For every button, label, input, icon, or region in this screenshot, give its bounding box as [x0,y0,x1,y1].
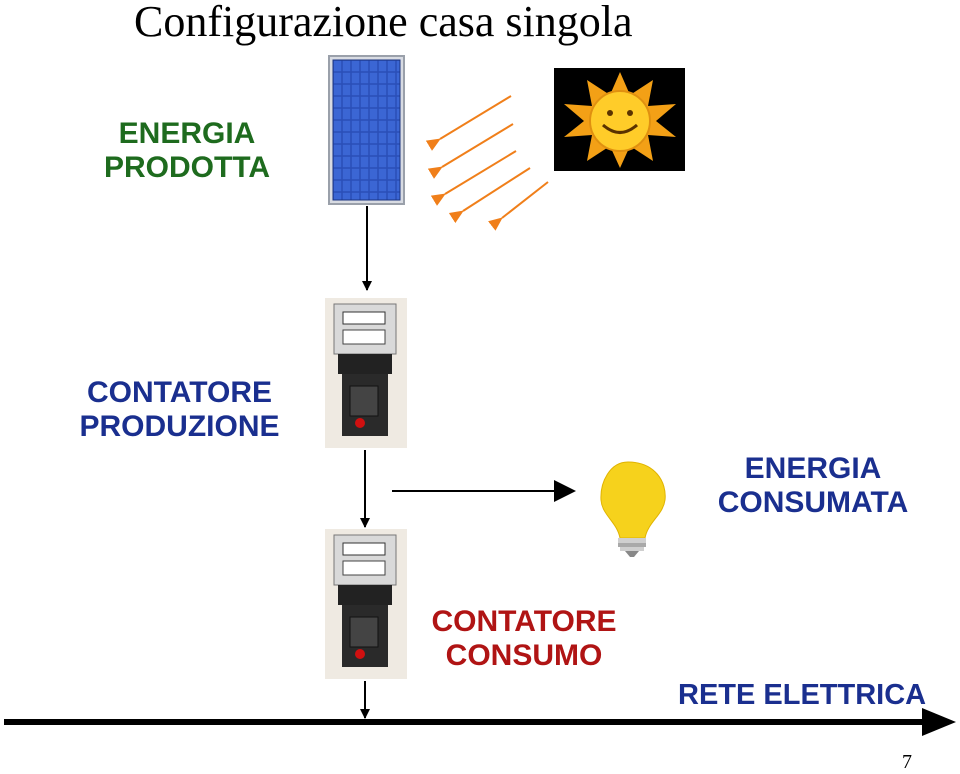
label-line: CONSUMO [445,639,603,672]
grid-arrowhead [922,708,956,736]
solar-panel-icon [328,55,405,205]
meter-icon [325,298,407,448]
label-contatore-produzione: CONTATORE PRODUZIONE [62,376,297,444]
sun-ray-arrow [430,150,517,206]
label-line: CONTATORE [87,376,272,409]
label-line: ENERGIA [118,117,256,150]
sun-ray-arrow [488,181,549,231]
label-line: CONTATORE [431,605,617,638]
sun-ray-arrow [425,95,512,151]
label-line: CONSUMATA [717,486,909,519]
meter-icon [325,529,407,679]
sun-icon [554,68,685,171]
page-number: 7 [902,751,912,773]
label-energia-prodotta: ENERGIA PRODOTTA [92,117,282,185]
label-energia-consumata: ENERGIA CONSUMATA [698,452,928,520]
label-line: ENERGIA [744,452,882,485]
label-contatore-consumo: CONTATORE CONSUMO [412,605,636,673]
label-line: PRODUZIONE [79,410,280,443]
label-rete-elettrica: RETE ELETTRICA [678,679,927,711]
sun-rays [425,95,549,231]
label-line: PRODOTTA [103,151,271,184]
light-bulb-icon [585,458,685,557]
slide-title: Configurazione casa singola [134,0,633,46]
sun-ray-arrow [448,167,531,224]
sun-ray-arrow [427,123,514,179]
